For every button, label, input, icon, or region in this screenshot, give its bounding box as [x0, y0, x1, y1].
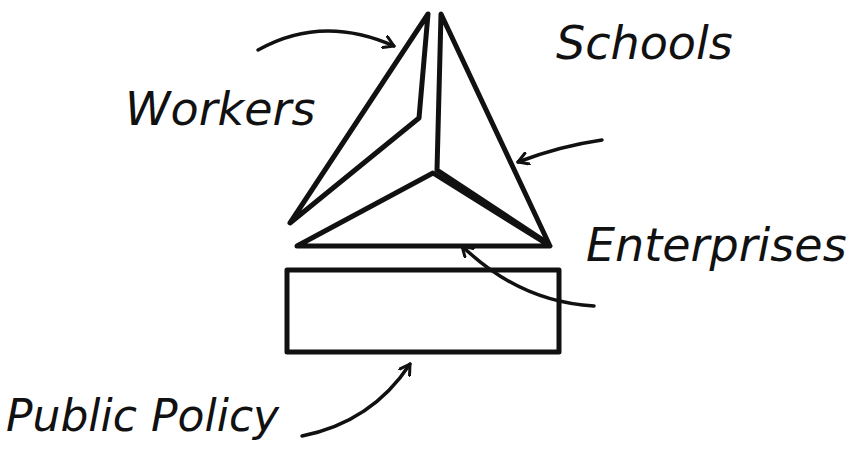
node-label: Public Policy	[6, 394, 279, 438]
leader-arrow	[258, 31, 394, 50]
leader-arrow	[518, 140, 602, 162]
policy-band: Public Policy	[283, 266, 563, 356]
node-label: Workers	[125, 86, 315, 132]
node-label: Schools	[556, 20, 733, 66]
outline-path	[297, 173, 550, 246]
leader-arrow	[302, 364, 410, 436]
leader-arrow	[462, 246, 594, 306]
triangle-segment: Enterprises	[292, 166, 556, 252]
shape-outline	[292, 166, 556, 252]
shape-outline	[283, 266, 563, 356]
outline-path	[287, 270, 559, 352]
triangle-segment: Workers	[284, 8, 436, 230]
node-label: Enterprises	[586, 222, 847, 268]
